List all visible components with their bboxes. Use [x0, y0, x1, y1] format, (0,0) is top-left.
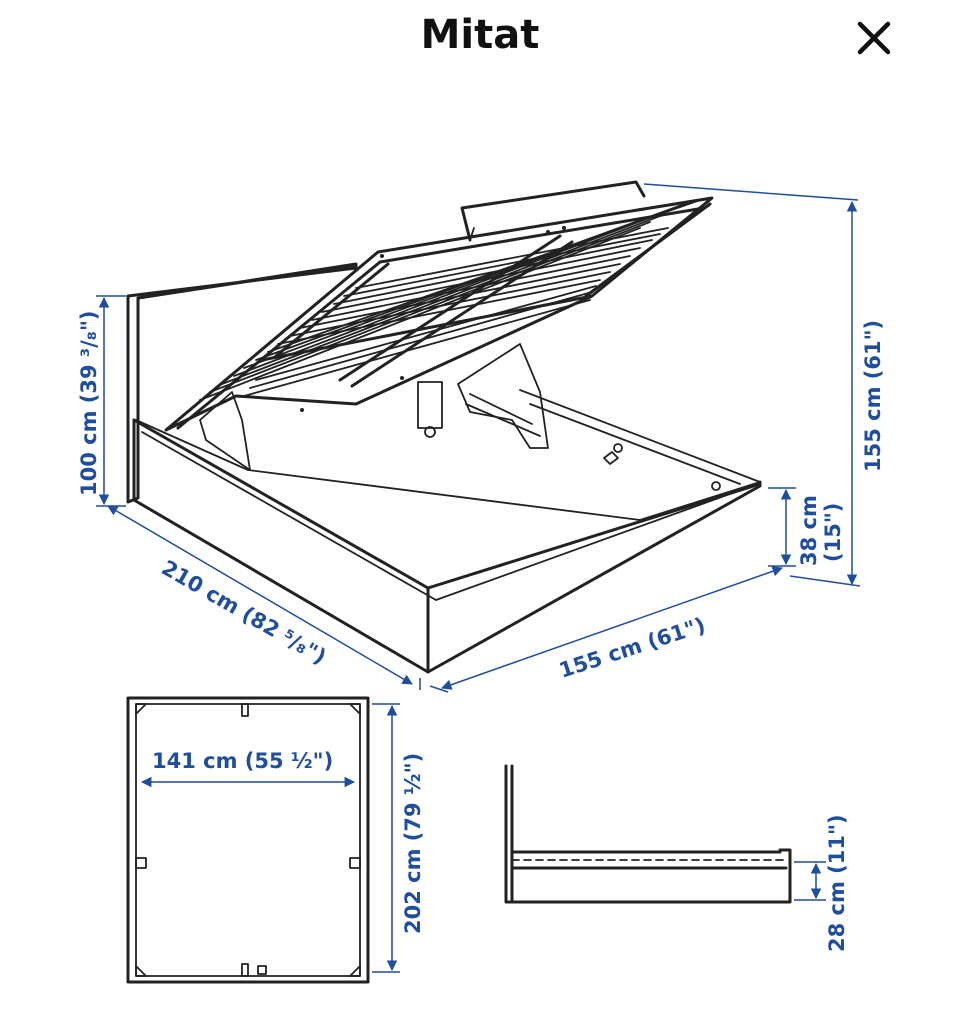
- page-title: Mitat: [420, 12, 540, 58]
- perspective-dimension-labels: 100 cm (39 ³/₈") 210 cm (82 ⁵/₈") 155 cm…: [77, 310, 885, 682]
- side-view-dimension-lines: [794, 861, 826, 901]
- inner-width-label: 141 cm (55 ½"): [152, 749, 333, 773]
- top-view-dimension-lines: [140, 703, 400, 973]
- total-length-label: 210 cm (82 ⁵/₈"): [158, 556, 331, 670]
- top-view-dimension-labels: 141 cm (55 ½") 202 cm (79 ½"): [152, 749, 425, 934]
- underbed-clearance-label: 28 cm (11"): [825, 814, 849, 952]
- lifted-height-label: 155 cm (61"): [861, 320, 885, 472]
- headboard-height-label: 100 cm (39 ³/₈"): [77, 310, 101, 496]
- close-button[interactable]: [848, 12, 900, 64]
- header-bar: Mitat: [0, 0, 960, 80]
- inner-length-label: 202 cm (79 ½"): [401, 753, 425, 934]
- total-width-label: 155 cm (61"): [556, 613, 708, 683]
- perspective-dimension-lines: [96, 183, 861, 693]
- close-icon: [857, 21, 891, 55]
- bed-top-view-illustration: [126, 696, 370, 984]
- side-view-dimension-labels: 28 cm (11"): [825, 814, 849, 952]
- bed-side-view-illustration: [504, 764, 792, 904]
- frame-height-cm-label: 38 cm: [797, 495, 821, 566]
- frame-height-in-label: (15"): [821, 503, 845, 562]
